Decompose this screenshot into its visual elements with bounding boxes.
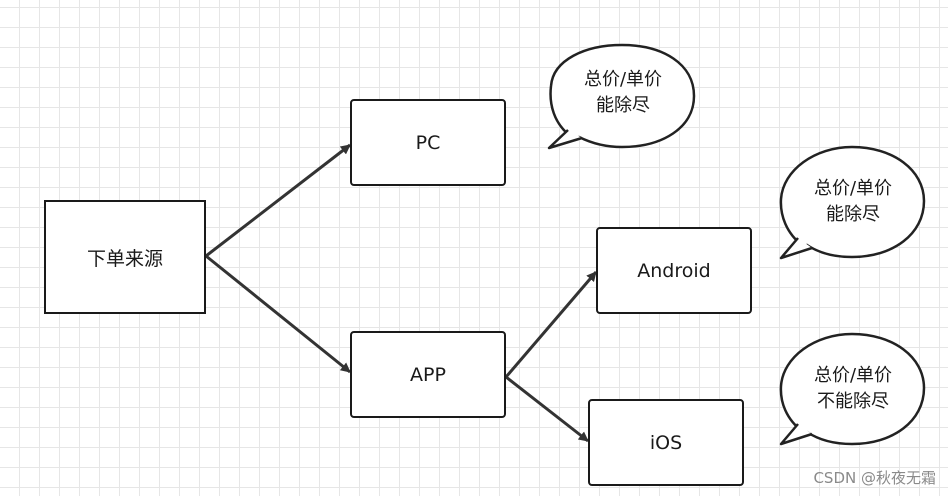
callout-android-line1: 总价/单价 (813, 178, 893, 199)
callout-ios-line2: 不能除尽 (817, 391, 889, 412)
node-ios-label: iOS (649, 431, 683, 454)
node-android-label: Android (637, 259, 711, 282)
callout-text-ios: 总价/单价 不能除尽 (792, 363, 914, 415)
callout-ios-line1: 总价/单价 (813, 365, 893, 386)
callout-text-pc: 总价/单价 能除尽 (562, 67, 684, 119)
callout-android-line2: 能除尽 (826, 204, 880, 225)
watermark: CSDN @秋夜无霜 (813, 469, 936, 487)
node-order-source: 下单来源 (44, 200, 206, 314)
callout-pc-line1: 总价/单价 (583, 69, 663, 90)
edge-source-to-app (205, 254, 351, 374)
node-app-label: APP (410, 363, 446, 386)
callout-bubble-android (779, 145, 926, 259)
callout-bubble-ios-tail (779, 423, 813, 446)
callout-pc-line2: 能除尽 (596, 95, 650, 116)
node-app: APP (350, 331, 506, 418)
node-order-source-label: 下单来源 (86, 247, 163, 270)
node-android: Android (596, 227, 752, 314)
callout-bubble-pc (549, 43, 696, 149)
node-pc-label: PC (415, 131, 441, 154)
node-pc: PC (350, 99, 506, 186)
callout-bubble-android-tail (779, 237, 813, 260)
node-ios: iOS (588, 399, 744, 486)
callout-bubble-ios (779, 332, 926, 446)
callout-text-android: 总价/单价 能除尽 (792, 176, 914, 228)
callout-bubble-pc-tail (547, 129, 583, 150)
edge-app-to-android (504, 271, 598, 378)
edge-source-to-pc (205, 143, 351, 258)
edge-app-to-ios (505, 375, 589, 443)
